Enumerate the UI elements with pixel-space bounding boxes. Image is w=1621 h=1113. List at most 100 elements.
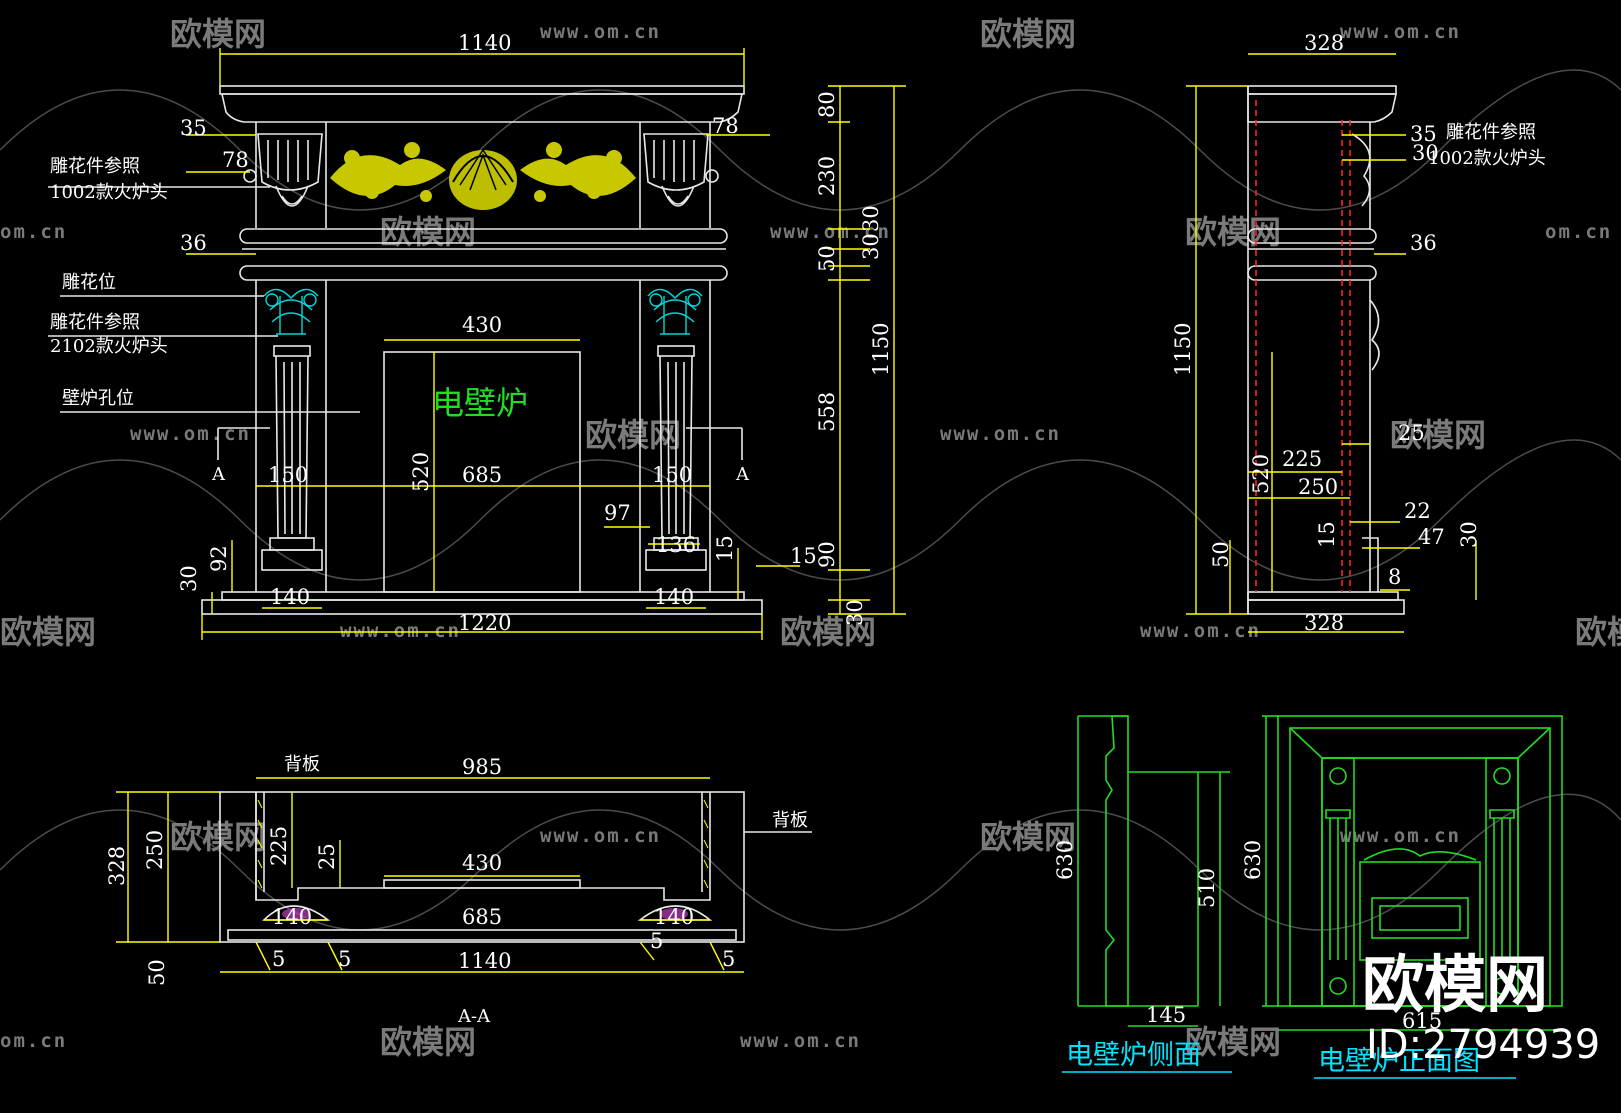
dim-v80: 80 xyxy=(815,91,839,118)
dim-v50: 50 xyxy=(145,959,169,986)
dim-v1150: 1150 xyxy=(1171,323,1195,376)
dim-985: 985 xyxy=(462,755,502,779)
note-firebox-opening: 壁炉孔位 xyxy=(62,388,134,409)
plan-section-view: 背板 背板 985 328 250 225 25 430 140 685 140… xyxy=(105,754,812,1027)
dim-v328: 328 xyxy=(105,846,129,886)
dim-v30b: 30 xyxy=(859,233,883,260)
dim-35: 35 xyxy=(1410,122,1437,146)
watermark-brand: 欧模网 xyxy=(0,613,96,651)
watermark-url: om.cn xyxy=(1545,221,1612,243)
dim-78-right: 78 xyxy=(712,114,739,138)
note-back-panel-right: 背板 xyxy=(772,810,808,831)
watermark-url: www.om.cn xyxy=(540,21,661,43)
front-dimension-lines xyxy=(186,48,906,640)
dim-136: 136 xyxy=(656,533,696,557)
watermark-url: www.om.cn xyxy=(340,620,461,642)
right-capital xyxy=(647,288,703,335)
dim-615: 615 xyxy=(1402,1009,1442,1033)
watermark-brand: 欧模网 xyxy=(170,15,266,53)
dim-15: 15 xyxy=(1315,521,1339,548)
dim-145: 145 xyxy=(1146,1003,1186,1027)
dim-30: 30 xyxy=(1412,141,1439,165)
watermark-brand: 欧模网 xyxy=(1575,613,1621,651)
section-mark-right: A xyxy=(735,464,750,485)
front-elevation: 1140 35 78 78 36 430 150 685 150 520 97 … xyxy=(48,31,906,640)
dim-v30c: 30 xyxy=(843,599,867,626)
watermark-url: www.om.cn xyxy=(1340,825,1461,847)
dim-78-left: 78 xyxy=(222,148,249,172)
dim-430: 430 xyxy=(462,851,502,875)
dim-width-top: 1140 xyxy=(458,31,511,55)
note-carving-ref-a: 雕花件参照 xyxy=(1446,122,1536,143)
dim-685: 685 xyxy=(462,463,502,487)
dim-v30: 30 xyxy=(1457,521,1481,548)
watermark-brand: 欧模网 xyxy=(1390,416,1486,454)
watermark-brand: 欧模网 xyxy=(170,818,266,856)
watermark-url: www.om.cn xyxy=(130,423,251,445)
note-carving-ref-b: 1002款火炉头 xyxy=(1428,148,1546,169)
dim-1220: 1220 xyxy=(458,611,511,635)
dim-92: 92 xyxy=(207,545,231,572)
watermark-brand: 欧模网 xyxy=(1185,213,1281,251)
dim-1140: 1140 xyxy=(458,949,511,973)
watermark-brand: 欧模网 xyxy=(585,416,681,454)
dim-97: 97 xyxy=(604,501,631,525)
insert-side-view: 630 510 145 电壁炉侧面 xyxy=(1053,715,1232,1073)
dim-5-c: 5 xyxy=(650,929,663,953)
dim-250: 250 xyxy=(1298,475,1338,499)
dim-5-a: 5 xyxy=(272,947,285,971)
dim-225: 225 xyxy=(1282,447,1322,471)
dim-430: 430 xyxy=(462,313,502,337)
corner-brand-id: ID:2794939 xyxy=(1366,1022,1600,1068)
dim-685: 685 xyxy=(462,905,502,929)
dim-v630: 630 xyxy=(1053,840,1077,880)
watermark-url: www.om.cn xyxy=(770,221,891,243)
center-label: 电壁炉 xyxy=(432,384,528,422)
watermark-brand: 欧模网 xyxy=(380,213,476,251)
note-carving-ref-2a: 雕花件参照 xyxy=(50,312,140,333)
insert-side-title: 电壁炉侧面 xyxy=(1066,1040,1201,1071)
dim-36: 36 xyxy=(1410,231,1437,255)
watermark-tile: 欧模网 www.om.cn 欧模网 www.om.cn om.cn 欧模网 ww… xyxy=(0,15,1621,1061)
dim-47: 47 xyxy=(1418,525,1445,549)
dim-35: 35 xyxy=(180,116,207,140)
section-title: A-A xyxy=(457,1006,491,1027)
dim-v1150: 1150 xyxy=(869,323,893,376)
watermark-brand: 欧模网 xyxy=(980,818,1076,856)
dim-8: 8 xyxy=(1388,565,1401,589)
note-carving-ref-1b: 1002款火炉头 xyxy=(50,182,168,203)
note-carving-ref-1a: 雕花件参照 xyxy=(50,156,140,177)
dim-v225: 225 xyxy=(267,826,291,866)
dim-v250: 250 xyxy=(143,830,167,870)
plan-dimension-lines xyxy=(116,777,744,973)
side-elevation: 328 35 30 36 1150 25 225 250 520 22 15 4… xyxy=(1171,31,1546,635)
watermark-brand: 欧模网 xyxy=(980,15,1076,53)
dim-22: 22 xyxy=(1404,499,1431,523)
watermark-brand: 欧模网 xyxy=(780,613,876,651)
left-capital xyxy=(263,288,319,335)
watermark-url: om.cn xyxy=(0,221,67,243)
section-mark-left: A xyxy=(211,464,226,485)
watermark-url: www.om.cn xyxy=(1340,21,1461,43)
dim-v50: 50 xyxy=(1209,541,1233,568)
note-carving-ref-2b: 2102款火炉头 xyxy=(50,336,168,357)
side-dimension-lines xyxy=(1186,53,1477,633)
dim-140-left: 140 xyxy=(270,585,310,609)
watermark-url: www.om.cn xyxy=(540,825,661,847)
dim-v630: 630 xyxy=(1241,840,1265,880)
dim-v230: 230 xyxy=(815,156,839,196)
watermark-brand: 欧模网 xyxy=(1185,1023,1281,1061)
carved-frieze-ornament xyxy=(330,142,636,210)
dim-15-right: 15 xyxy=(790,544,817,568)
note-back-panel-left: 背板 xyxy=(284,754,320,775)
dim-15: 15 xyxy=(713,535,737,562)
dim-v510: 510 xyxy=(1195,868,1219,908)
dim-v25: 25 xyxy=(315,843,339,870)
front-leader-lines xyxy=(48,186,743,460)
corner-brand: 欧模网 ID:2794939 xyxy=(1362,948,1600,1068)
dim-150-left: 150 xyxy=(268,463,308,487)
insert-front-title: 电壁炉正面图 xyxy=(1318,1046,1480,1077)
dim-150-right: 150 xyxy=(652,463,692,487)
watermark-brand: 欧模网 xyxy=(380,1023,476,1061)
